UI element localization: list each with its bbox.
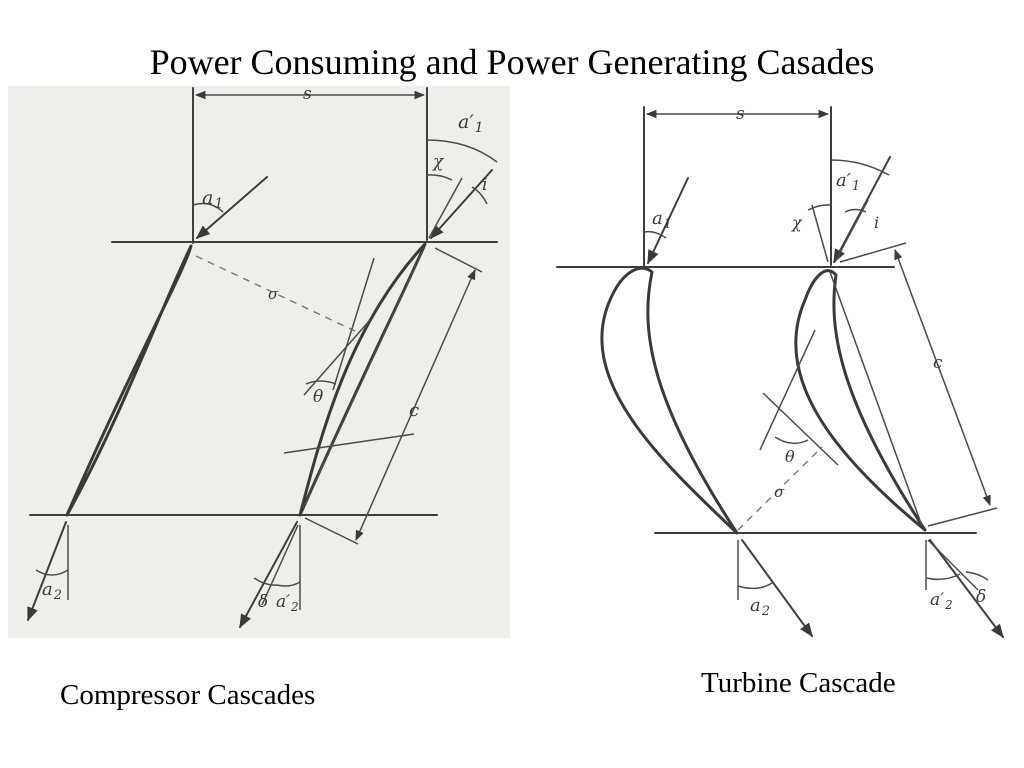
compressor-stagger-arc xyxy=(426,174,453,181)
turbine-blade-inlet-angle-label: a′1 xyxy=(836,170,860,194)
turbine-chord-label: c xyxy=(933,353,943,373)
turbine-camber-arc xyxy=(774,436,809,445)
turbine-outlet-angle-arc xyxy=(737,582,773,590)
compressor-blade-inlet-angle-arc xyxy=(426,139,498,163)
turbine-blade-outlet-angle-label: a′2 xyxy=(930,590,953,612)
turbine-incidence-arrow xyxy=(833,156,891,264)
turbine-spacing-label: σ xyxy=(774,483,785,501)
turbine-stagger-label: χ xyxy=(791,213,803,232)
turbine-inlet-flow-arrow xyxy=(647,177,689,265)
turbine-incidence-arc xyxy=(844,208,867,213)
turbine-spacing-line xyxy=(737,446,823,531)
turbine-outlet-flow-arrow xyxy=(741,539,813,638)
compressor-blade-right xyxy=(298,242,427,517)
compressor-deviation-label: δ xyxy=(258,592,268,612)
turbine-chord-dimension xyxy=(894,249,991,506)
compressor-chord-extension-bottom xyxy=(304,517,359,545)
compressor-outlet-flow-arrow xyxy=(27,521,67,622)
compressor-pitch-label: s xyxy=(303,84,312,104)
compressor-blade-outlet-angle-arc xyxy=(276,581,301,587)
turbine-outlet-angle-label: a2 xyxy=(750,595,770,619)
compressor-stagger-label: χ xyxy=(432,152,445,172)
turbine-pitch-label: s xyxy=(736,104,745,124)
compressor-chord-dimension xyxy=(355,269,476,541)
turbine-inlet-angle-label: a1 xyxy=(652,208,672,232)
compressor-blade-inlet-direction xyxy=(428,177,463,239)
turbine-camber-label: θ xyxy=(785,447,795,466)
turbine-deviation-label: δ xyxy=(976,587,986,607)
compressor-chord-label: c xyxy=(409,400,419,421)
compressor-spacing-line xyxy=(195,255,358,333)
compressor-outlet-angle-label: a2 xyxy=(42,579,62,603)
turbine-inlet-angle-arc xyxy=(643,230,667,239)
turbine-blade-inlet-direction xyxy=(811,204,829,263)
turbine-caption: Turbine Cascade xyxy=(701,667,896,699)
compressor-blade-outlet-angle-label: a′2 xyxy=(276,592,299,614)
compressor-inlet-flow-arrow xyxy=(195,176,268,239)
turbine-blade-outlet-angle-arc xyxy=(925,573,961,581)
turbine-incidence-label: i xyxy=(874,213,879,232)
compressor-blade-inlet-angle-label: a′1 xyxy=(458,111,484,136)
turbine-chord-extension-bottom xyxy=(927,507,998,527)
compressor-incidence-arrow xyxy=(430,169,493,240)
compressor-incidence-arc xyxy=(471,186,488,205)
compressor-deviation-arc xyxy=(253,577,278,586)
turbine-camber-tangent-outlet xyxy=(762,392,839,466)
compressor-camber-tangent-outlet xyxy=(303,319,371,396)
turbine-cascade: s σ a1 a′1 χ i c θ xyxy=(556,104,1004,639)
compressor-incidence-label: i xyxy=(482,175,487,195)
compressor-chord-extension-top xyxy=(434,247,483,273)
compressor-inlet-angle-label: a1 xyxy=(202,187,223,212)
compressor-camber-tangent-inlet xyxy=(332,257,375,391)
slide-title: Power Consuming and Power Generating Cas… xyxy=(149,42,875,82)
turbine-stagger-arc xyxy=(807,204,832,211)
turbine-chord-extension-top xyxy=(839,242,907,263)
compressor-cascade: s σ a1 a′1 χ i c θ xyxy=(27,84,498,629)
turbine-blade-left xyxy=(600,266,739,535)
turbine-blade-inlet-angle-arc xyxy=(830,159,890,176)
annotation-line xyxy=(283,433,415,454)
compressor-blade-left xyxy=(65,244,193,517)
compressor-outlet-flow-arrow-right xyxy=(239,521,298,629)
compressor-outlet-angle-arc xyxy=(35,569,69,576)
compressor-camber-arc xyxy=(305,380,337,385)
turbine-deviation-arc xyxy=(965,571,989,581)
turbine-camber-tangent-inlet xyxy=(759,329,816,451)
turbine-blade-outlet-direction xyxy=(927,539,979,591)
compressor-camber-label: θ xyxy=(313,387,323,407)
turbine-outlet-flow-arrow-right xyxy=(929,539,1004,639)
compressor-inlet-angle-arc xyxy=(192,202,224,213)
turbine-blade-right xyxy=(794,269,927,532)
compressor-spacing-label: σ xyxy=(268,285,279,303)
compressor-caption: Compressor Cascades xyxy=(60,679,316,711)
compressor-blade-outlet-direction xyxy=(261,524,299,606)
